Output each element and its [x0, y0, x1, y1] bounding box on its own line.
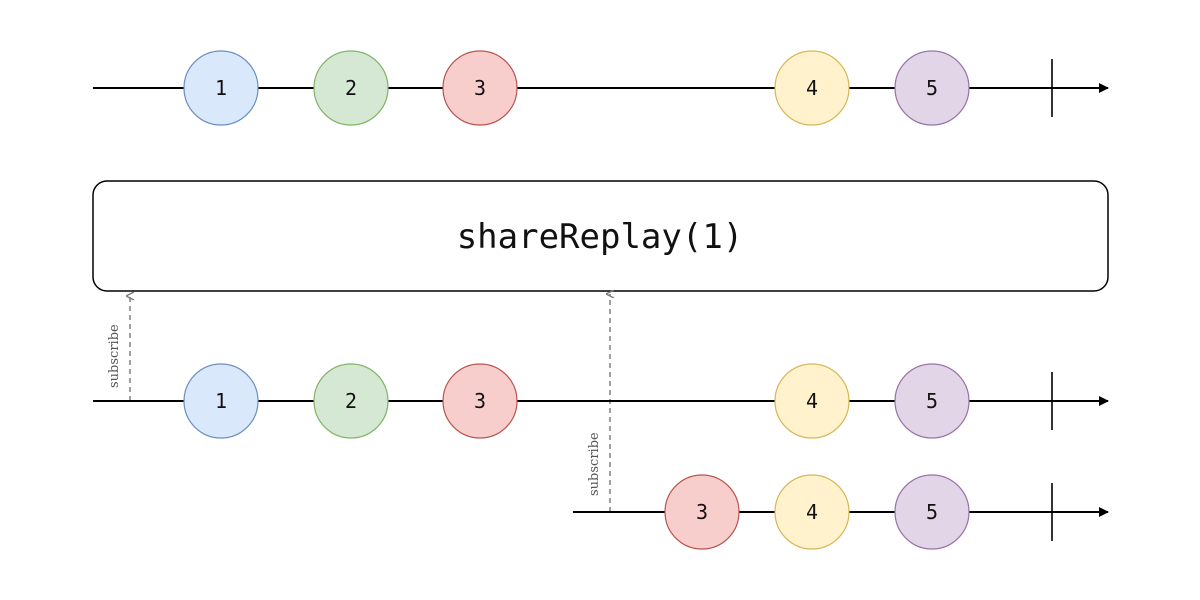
marble-circle [894, 50, 970, 126]
subscribe-label: subscribe [587, 432, 602, 496]
marble: 3 [664, 474, 740, 550]
marble-circle [442, 363, 518, 439]
marble: 4 [774, 474, 850, 550]
marble-circle [774, 363, 850, 439]
marble-circle [894, 474, 970, 550]
operator-box: shareReplay(1) [92, 180, 1109, 292]
marble-label: 2 [345, 76, 357, 100]
operator-box-border [92, 180, 1109, 292]
marble: 3 [442, 363, 518, 439]
marble-label: 5 [926, 76, 938, 100]
marble-circle [313, 50, 389, 126]
marble-label: 4 [806, 500, 818, 524]
marble-circle [894, 363, 970, 439]
marble: 5 [894, 474, 970, 550]
marble-label: 3 [696, 500, 708, 524]
marble: 2 [313, 363, 389, 439]
marble: 5 [894, 50, 970, 126]
marble-label: 3 [474, 76, 486, 100]
subscribe-indicator-2: subscribe [587, 294, 610, 512]
marble-label: 1 [215, 389, 227, 413]
marble-circle [664, 474, 740, 550]
marble-label: 2 [345, 389, 357, 413]
timelines: 1 2 3 4 5 1 2 3 4 5 3 4 5 [93, 50, 1109, 550]
timeline-subscriber-1: 1 2 3 4 5 [93, 363, 1109, 439]
marble-circle [442, 50, 518, 126]
marble-circle [183, 363, 259, 439]
marble: 1 [183, 363, 259, 439]
marble: 5 [894, 363, 970, 439]
timeline-source: 1 2 3 4 5 [93, 50, 1109, 126]
marble-label: 4 [806, 389, 818, 413]
marble: 2 [313, 50, 389, 126]
marble-label: 1 [215, 76, 227, 100]
marble: 1 [183, 50, 259, 126]
subscribe-indicator-1: subscribe [107, 296, 130, 401]
timeline-subscriber-2: 3 4 5 [573, 474, 1109, 550]
marble-label: 3 [474, 389, 486, 413]
marble-label: 5 [926, 500, 938, 524]
marble-circle [313, 363, 389, 439]
subscribe-label: subscribe [107, 324, 122, 388]
marble-circle [774, 474, 850, 550]
operator-label: shareReplay(1) [457, 217, 744, 257]
marble: 3 [442, 50, 518, 126]
marble-circle [774, 50, 850, 126]
marble-label: 5 [926, 389, 938, 413]
marble-circle [183, 50, 259, 126]
marble: 4 [774, 363, 850, 439]
marble: 4 [774, 50, 850, 126]
marble-label: 4 [806, 76, 818, 100]
